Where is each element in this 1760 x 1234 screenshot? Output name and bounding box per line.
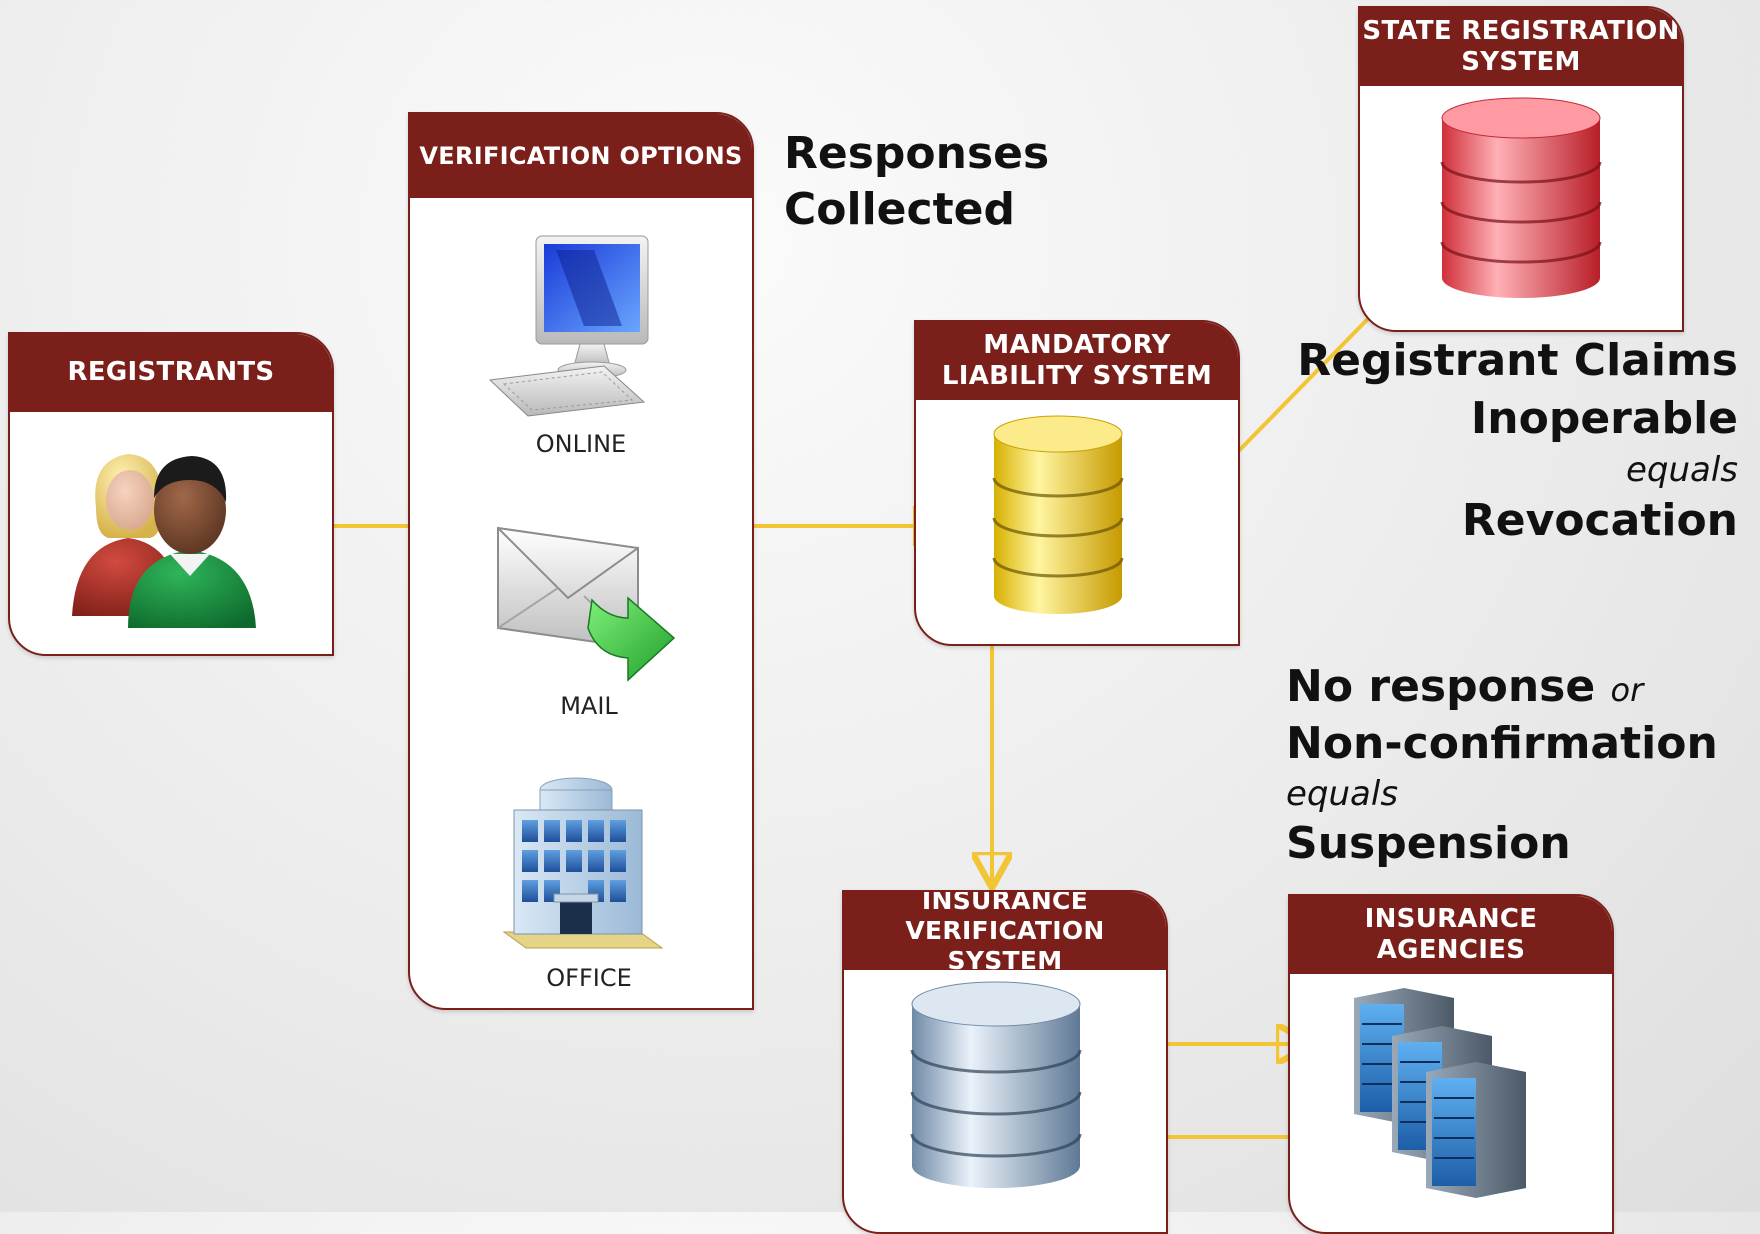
state-title-line-2: SYSTEM: [1461, 47, 1581, 77]
people-icon: [72, 454, 256, 628]
noresponse-line-3: equals: [1286, 774, 1399, 814]
noresponse-line-1a: No response: [1286, 661, 1596, 712]
envelope-icon: [497, 526, 676, 682]
mandatory-liability-header: MANDATORY LIABILITY SYSTEM: [916, 322, 1238, 400]
agencies-title-line-1: INSURANCE: [1364, 903, 1538, 934]
insurance-agencies-box: INSURANCE AGENCIES: [1288, 894, 1614, 1234]
registrants-title: REGISTRANTS: [67, 357, 275, 388]
database-icon: [992, 415, 1124, 614]
responses-line-2: Collected: [784, 184, 1015, 235]
claims-line-4: Revocation: [1461, 495, 1738, 546]
insurance-agencies-header: INSURANCE AGENCIES: [1290, 896, 1612, 974]
ivs-title-line-1: INSURANCE: [921, 890, 1089, 915]
noresponse-line-1: No response or: [1286, 660, 1718, 717]
agencies-title-line-2: AGENCIES: [1376, 935, 1526, 965]
registrants-box: REGISTRANTS: [8, 332, 334, 656]
no-response-note: No response or Non-confirmation equals S…: [1286, 660, 1718, 871]
state-title-line-1: STATE REGISTRATION: [1362, 15, 1680, 46]
mail-label: MAIL: [560, 692, 618, 720]
office-building-icon: [502, 777, 664, 949]
mandatory-title-line-2: LIABILITY SYSTEM: [941, 361, 1213, 391]
server-icon: [1354, 988, 1526, 1198]
noresponse-line-1b: or: [1610, 671, 1644, 709]
online-label: ONLINE: [535, 430, 627, 458]
claims-line-2: Inoperable: [1470, 393, 1738, 444]
mandatory-liability-box: MANDATORY LIABILITY SYSTEM: [914, 320, 1240, 646]
verification-options-header: VERIFICATION OPTIONS: [410, 114, 752, 198]
noresponse-line-2: Non-confirmation: [1286, 718, 1718, 769]
registrants-header: REGISTRANTS: [10, 334, 332, 412]
state-registration-box: STATE REGISTRATION SYSTEM: [1358, 6, 1684, 332]
insurance-verification-header: INSURANCE VERIFICATION SYSTEM: [844, 890, 1166, 975]
computer-icon: [488, 235, 649, 417]
mandatory-title-line-1: MANDATORY: [983, 329, 1171, 360]
claims-line-3: equals: [1625, 450, 1738, 490]
ivs-title-line-2: VERIFICATION SYSTEM: [905, 916, 1105, 975]
registrant-claims-note: Registrant Claims Inoperable equals Revo…: [1297, 332, 1738, 550]
responses-line-1: Responses: [784, 128, 1050, 179]
state-registration-header: STATE REGISTRATION SYSTEM: [1360, 8, 1682, 86]
office-label: OFFICE: [546, 964, 632, 992]
verification-options-title: VERIFICATION OPTIONS: [419, 141, 743, 170]
responses-collected-note: Responses Collected: [784, 126, 1049, 238]
database-icon: [910, 981, 1082, 1188]
database-icon: [1440, 97, 1602, 298]
claims-line-1: Registrant Claims: [1297, 335, 1738, 386]
verification-options-box: VERIFICATION OPTIONS ONLINE: [408, 112, 754, 1010]
insurance-verification-box: INSURANCE VERIFICATION SYSTEM: [842, 890, 1168, 1234]
noresponse-line-4: Suspension: [1286, 818, 1571, 869]
